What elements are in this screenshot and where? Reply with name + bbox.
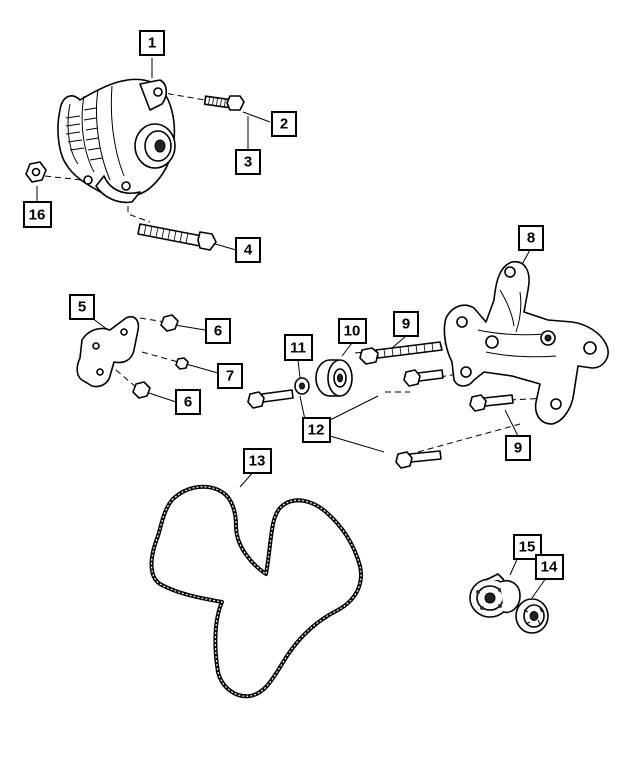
callout-14: 14: [535, 554, 564, 580]
svg-text:13: 13: [249, 453, 266, 470]
svg-text:10: 10: [344, 323, 361, 340]
callout-11: 11: [284, 334, 313, 361]
alternator-drawing: [57, 78, 176, 204]
callout-4: 4: [235, 237, 261, 263]
bolt-9-lower-drawing: [469, 394, 514, 412]
bolt-9-upper-drawing: [359, 341, 443, 365]
tensioner-15-drawing: [469, 573, 521, 618]
callout-9-upper: 9: [393, 311, 419, 337]
callout-5: 5: [69, 294, 95, 320]
bolt-2-drawing: [203, 95, 245, 111]
svg-text:6: 6: [184, 394, 192, 411]
svg-text:9: 9: [402, 316, 410, 333]
bolt-12-lower-drawing: [395, 450, 442, 469]
svg-text:1: 1: [148, 35, 156, 52]
serpentine-belt-13-drawing: [149, 484, 363, 699]
svg-text:7: 7: [226, 368, 234, 385]
callout-6-lower: 6: [175, 389, 201, 415]
bolt-12-upper-drawing: [247, 389, 294, 409]
svg-text:6: 6: [214, 323, 222, 340]
svg-text:3: 3: [244, 154, 252, 171]
pulley-14-drawing: [515, 598, 549, 634]
callout-3: 3: [235, 149, 261, 175]
svg-text:2: 2: [280, 116, 288, 133]
mounting-bracket-8-drawing: [443, 261, 609, 425]
callout-8: 8: [518, 225, 544, 251]
callout-12: 12: [302, 417, 331, 443]
svg-text:9: 9: [514, 440, 522, 457]
nut-16-drawing: [25, 161, 47, 183]
callout-13: 13: [243, 448, 272, 474]
svg-text:8: 8: [527, 230, 535, 247]
callout-6-upper: 6: [205, 318, 231, 344]
callout-10: 10: [338, 318, 367, 344]
svg-text:14: 14: [541, 559, 558, 576]
nut-6-upper-drawing: [160, 314, 179, 332]
callout-7: 7: [217, 363, 243, 389]
svg-text:4: 4: [244, 242, 253, 259]
long-bolt-4-drawing: [137, 223, 217, 251]
svg-text:5: 5: [78, 299, 86, 316]
spacer-11-drawing: [294, 377, 310, 395]
bolt-9-middle-drawing: [403, 369, 444, 387]
svg-text:11: 11: [290, 340, 306, 357]
callout-1: 1: [139, 30, 165, 56]
svg-text:15: 15: [519, 539, 536, 556]
svg-text:12: 12: [308, 422, 325, 439]
callout-16: 16: [23, 201, 52, 228]
bracket-5-drawing: [76, 315, 140, 388]
nut-6-lower-drawing: [132, 381, 151, 399]
idler-pulley-10-drawing: [315, 359, 353, 397]
callout-2: 2: [271, 111, 297, 137]
svg-text:16: 16: [29, 207, 46, 224]
stud-7-drawing: [175, 357, 189, 370]
callout-9-lower: 9: [505, 435, 531, 461]
